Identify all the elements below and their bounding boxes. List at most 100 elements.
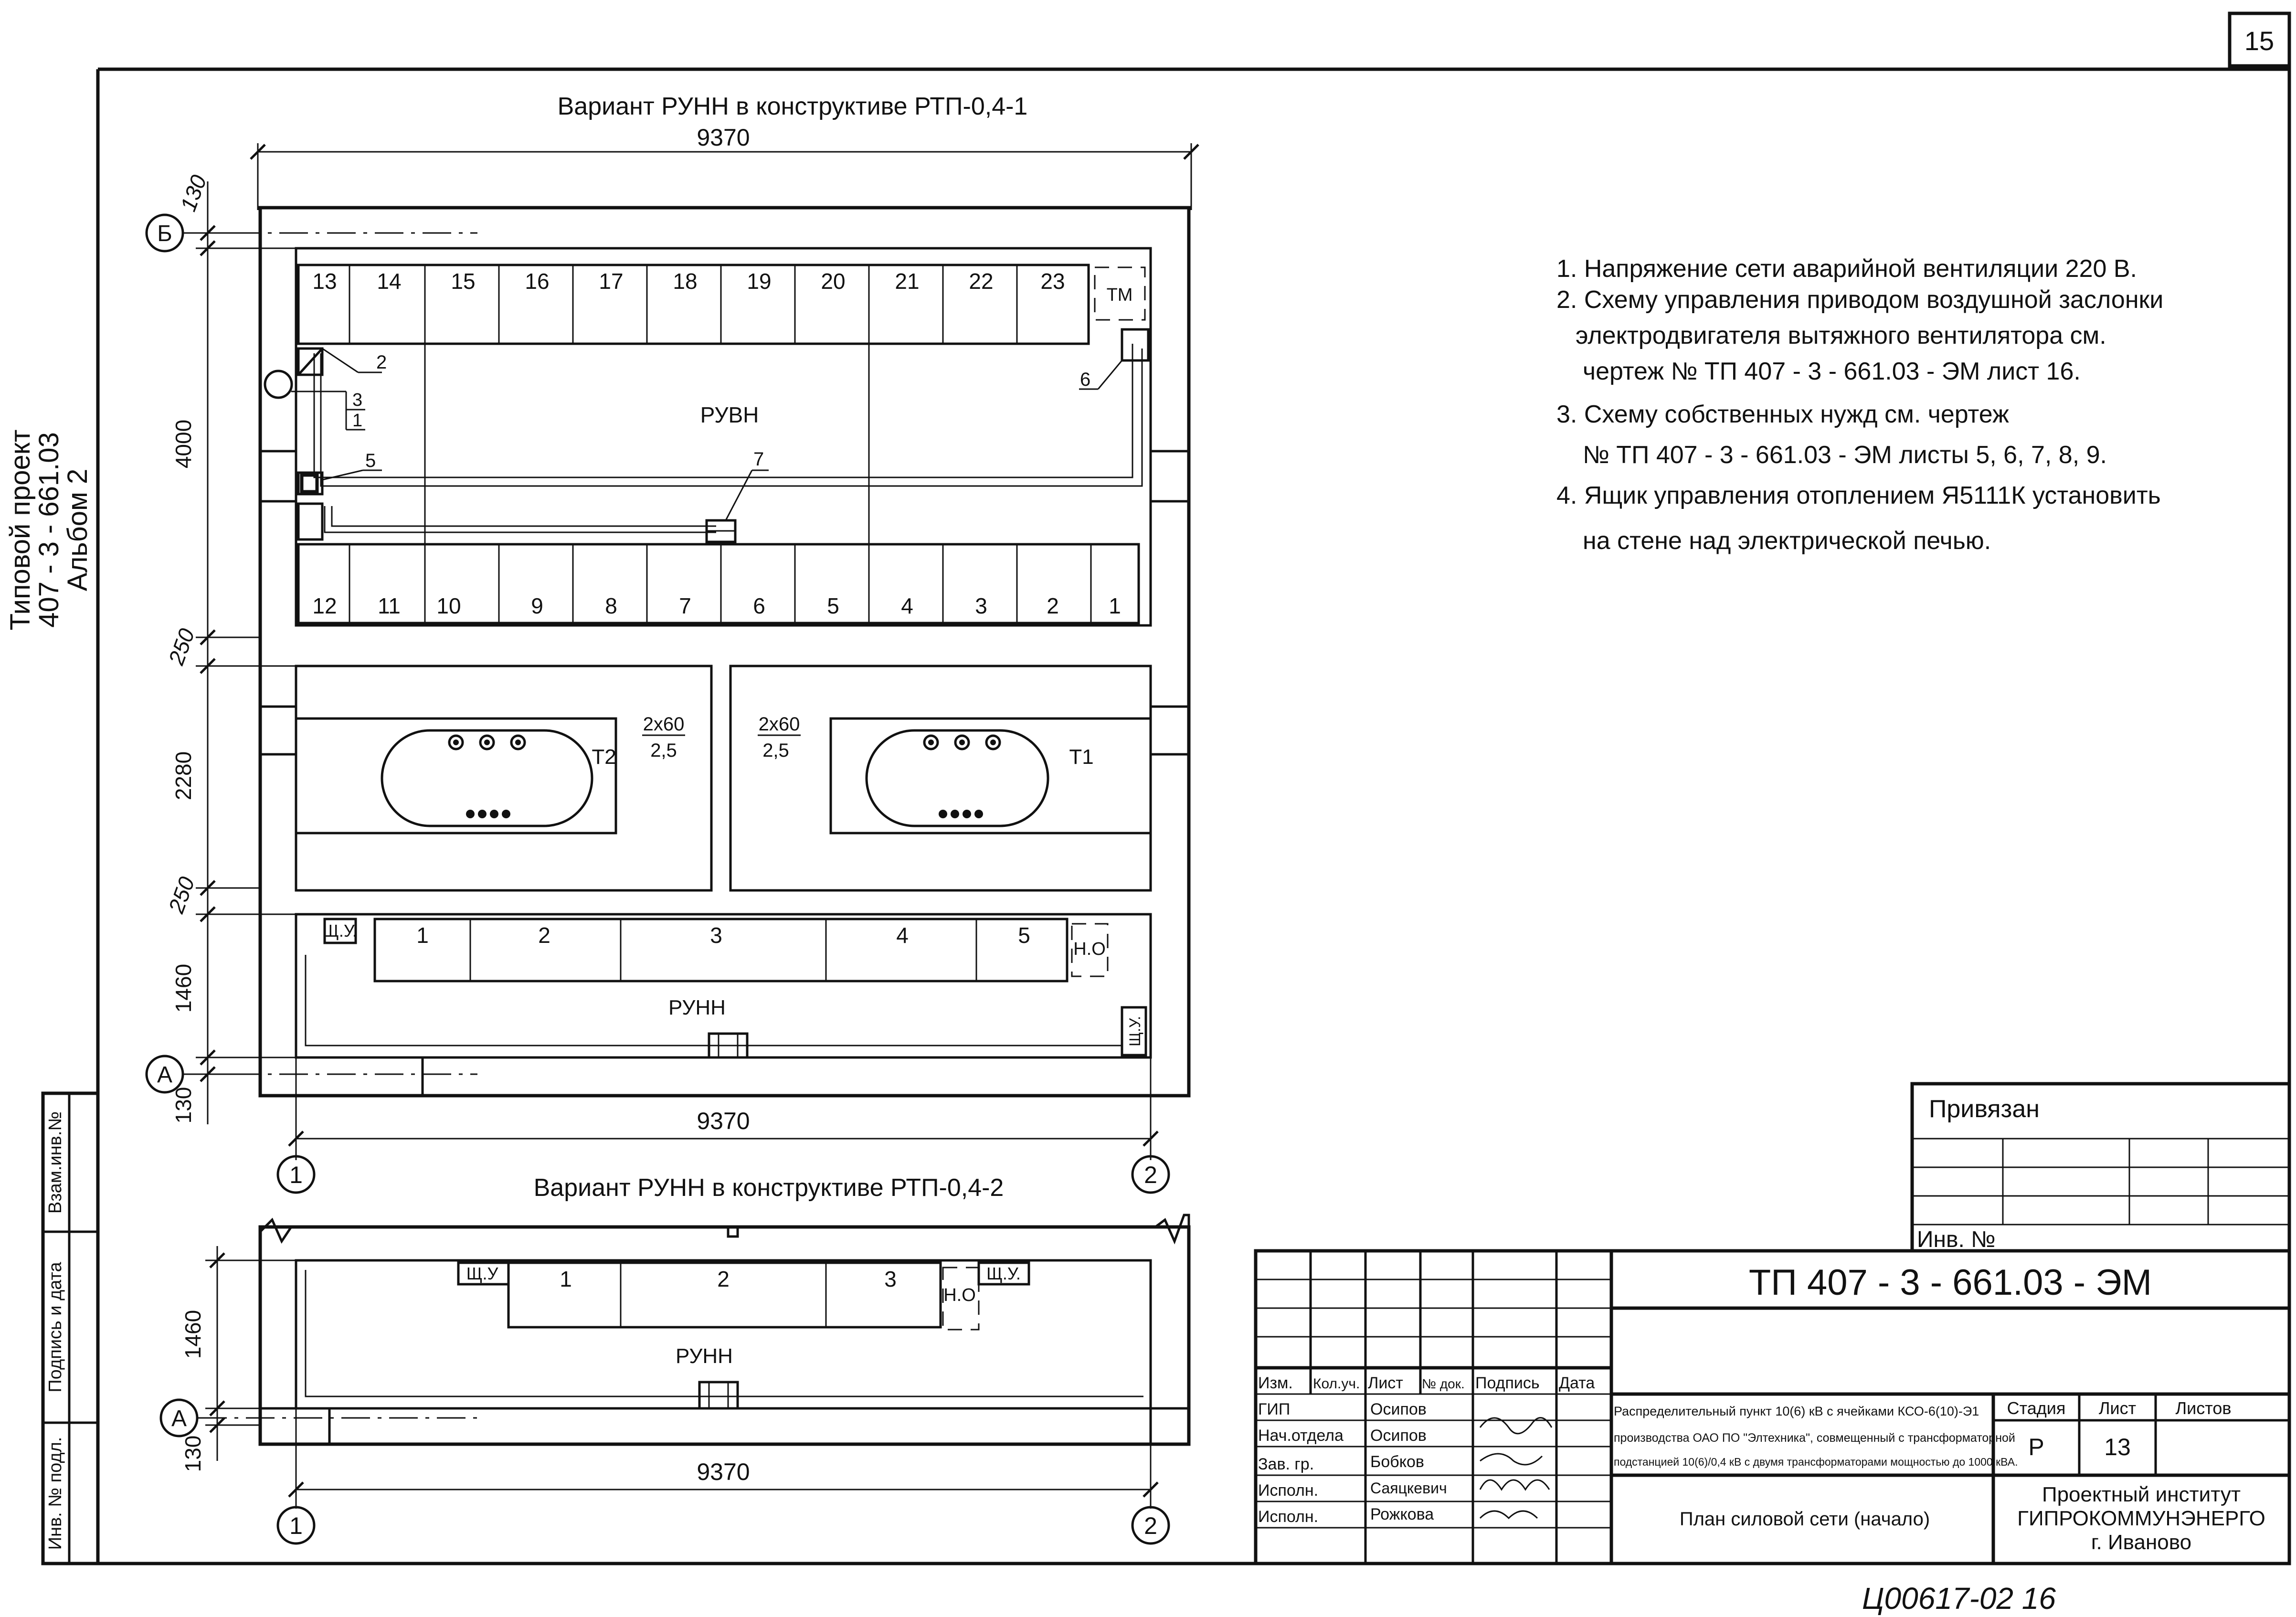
plan1-bottom-cell: 10 — [436, 593, 461, 618]
privyazan-title: Привязан — [1929, 1095, 2040, 1123]
plan2-shu-left: Щ.У — [466, 1264, 499, 1283]
plan1-top-cell: 23 — [1040, 269, 1065, 294]
plan2-shu-right: Щ.У. — [986, 1264, 1021, 1283]
plan1-cable-right-bottom: 2,5 — [762, 740, 789, 761]
plan1-cable-left-bottom: 2,5 — [650, 740, 677, 761]
plan1-runn-cell: 4 — [896, 923, 909, 948]
title-block-name: Саяцкевич — [1370, 1480, 1447, 1497]
title-block-object-line2: производства ОАО ПО "Элтехника", совмеще… — [1614, 1431, 2015, 1445]
sheet-number: 15 — [2244, 26, 2274, 56]
plan1-axis-1-label: 1 — [289, 1162, 303, 1188]
plan1-dim-left: 130 4000 250 2280 250 1460 130 — [163, 171, 296, 1124]
title-block-header-col: Лист — [1368, 1374, 1403, 1392]
plan1-dim-130-bottom: 130 — [171, 1087, 196, 1124]
plan1-tm-label: ТМ — [1107, 285, 1133, 305]
plan1-tm-box — [1094, 266, 1146, 321]
plan1-axis-2: 2 — [1131, 1155, 1170, 1194]
plan1-bottom-cell: 8 — [605, 593, 617, 618]
plan2-dim-bottom: 9370 — [288, 1260, 1159, 1509]
plan1-wall-segments — [260, 450, 1189, 756]
sheet-frame — [96, 13, 2291, 1565]
plan1-top-cell: 13 — [312, 269, 337, 294]
plan1-t1-room — [729, 665, 1152, 892]
notes: 1. Напряжение сети аварийной вентиляции … — [1556, 255, 2163, 555]
plan1-axis-1: 1 — [276, 1155, 316, 1194]
plan1-top-cell: 16 — [525, 269, 549, 294]
plan1-ruvn-room — [295, 247, 1152, 627]
title-block-name: Осипов — [1370, 1400, 1427, 1418]
plan1-dim-2280: 2280 — [171, 751, 196, 800]
title-block-header-col: Дата — [1559, 1374, 1595, 1392]
plan2-axis-1-label: 1 — [289, 1512, 303, 1539]
side-stamp-cell1: Взам.инв.№ — [45, 1111, 65, 1214]
title-block-name: Рожкова — [1370, 1505, 1434, 1523]
plan1-cable-right-top: 2х60 — [759, 714, 800, 735]
plan1-top-cell: 17 — [599, 269, 623, 294]
title-block-sheet-label: Лист — [2099, 1398, 2136, 1418]
plan1-bottom-cell: 9 — [531, 593, 543, 618]
plan1-runn-panels: Щ.У. 1 2 3 4 5 Н.О РУНН Щ.У. — [305, 918, 1147, 1059]
side-stamp-cell3: Инв. № подл. — [45, 1437, 65, 1550]
plan1-callout-1: 1 — [352, 411, 362, 431]
note-line: № ТП 407 - 3 - 661.03 - ЭМ листы 5, 6, 7… — [1583, 441, 2107, 469]
plan1-axis-a-label: А — [157, 1062, 172, 1088]
plan2-runn-cell: 2 — [717, 1267, 730, 1291]
privyazan-inv: Инв. № — [1917, 1227, 1996, 1252]
plan2-axis-a-label: А — [171, 1406, 187, 1431]
plan1-bottom-cells: 12 11 10 9 8 7 6 5 4 3 2 1 — [297, 543, 1140, 624]
plan1-cable-routes — [264, 328, 1150, 543]
plan2: Вариант РУНН в конструктиве РТП-0,4-2 Щ.… — [159, 1174, 1191, 1545]
note-line: электродвигателя вытяжного вентилятора с… — [1576, 322, 2106, 349]
plan1-top-cell: 20 — [821, 269, 845, 294]
plan1: Вариант РУНН в конструктиве РТП-0,4-1 93… — [145, 93, 1199, 1194]
plan1-axis-b-label: Б — [157, 221, 172, 246]
plan1-dim-bottom: 9370 — [288, 1057, 1159, 1160]
plan2-axis-1: 1 — [276, 1506, 316, 1545]
note-line: 3. Схему собственных нужд см. чертеж — [1556, 401, 2009, 428]
title-block-object-line1: Распределительный пункт 10(6) кВ с ячейк… — [1614, 1404, 1979, 1418]
plan2-no-label: Н.О — [943, 1285, 976, 1305]
plan1-top-cell: 18 — [673, 269, 697, 294]
plan1-bottom-cell: 5 — [827, 593, 839, 618]
plan1-runn-label: РУНН — [668, 996, 726, 1019]
note-line: 4. Ящик управления отоплением Я5111К уст… — [1556, 482, 2161, 509]
title-block: Изм. Кол.уч. Лист № док. Подпись Дата ГИ… — [1254, 1249, 2291, 1565]
plan2-runn-panels: Щ.У 1 2 3 Н.О Щ.У. РУНН — [305, 1261, 1143, 1410]
title-block-role: Зав. гр. — [1258, 1455, 1314, 1473]
plan1-top-cell: 19 — [747, 269, 771, 294]
title-block-sheets-label: Листов — [2176, 1398, 2232, 1418]
privyazan-box: Привязан Инв. № — [1910, 1082, 2291, 1253]
plan1-bottom-cell: 6 — [753, 593, 765, 618]
title-block-drawing-title: План силовой сети (начало) — [1680, 1509, 1930, 1530]
plan1-top-cell: 21 — [895, 269, 919, 294]
plan2-dim-1460: 1460 — [180, 1310, 205, 1359]
plan1-top-cell: 15 — [451, 269, 475, 294]
plan1-runn-cell: 3 — [710, 923, 722, 948]
plan1-transformer-t1: Т1 — [865, 729, 1094, 827]
plan1-top-cell: 22 — [969, 269, 993, 294]
plan1-device-5 — [297, 471, 324, 496]
plan1-t2-room — [295, 665, 713, 892]
plan1-axis-a: А — [145, 1055, 477, 1096]
plan1-bottom-cell: 3 — [975, 593, 987, 618]
plan2-axis-a: А — [159, 1398, 477, 1444]
plan1-device-5b — [297, 502, 324, 541]
plan1-dim-4000: 4000 — [171, 420, 196, 468]
title-block-role: Нач.отдела — [1258, 1427, 1344, 1445]
plan1-dim-250-a: 250 — [163, 625, 200, 668]
plan1-shu-right: Щ.У. — [1126, 1016, 1143, 1046]
note-line: чертеж № ТП 407 - 3 - 661.03 - ЭМ лист 1… — [1583, 358, 2081, 385]
title-block-role: Исполн. — [1258, 1481, 1318, 1500]
plan1-dim-top-value: 9370 — [697, 124, 750, 151]
plan1-dim-top: 9370 — [250, 124, 1199, 210]
side-project-label: Типовой проект 407 - 3 - 661.03 Альбом 2 — [5, 430, 93, 631]
plan1-bottom-cell: 4 — [901, 593, 913, 618]
bottom-handwriting: Ц00617-02 16 — [1862, 1581, 2056, 1616]
plan1-dim-130-top: 130 — [175, 171, 211, 214]
plan1-device-2 — [297, 347, 324, 376]
plan2-axis-2-label: 2 — [1144, 1512, 1157, 1539]
signatures — [1479, 1417, 1553, 1520]
note-line: 2. Схему управления приводом воздушной з… — [1556, 286, 2163, 314]
side-project-line1: Типовой проект — [5, 430, 36, 631]
